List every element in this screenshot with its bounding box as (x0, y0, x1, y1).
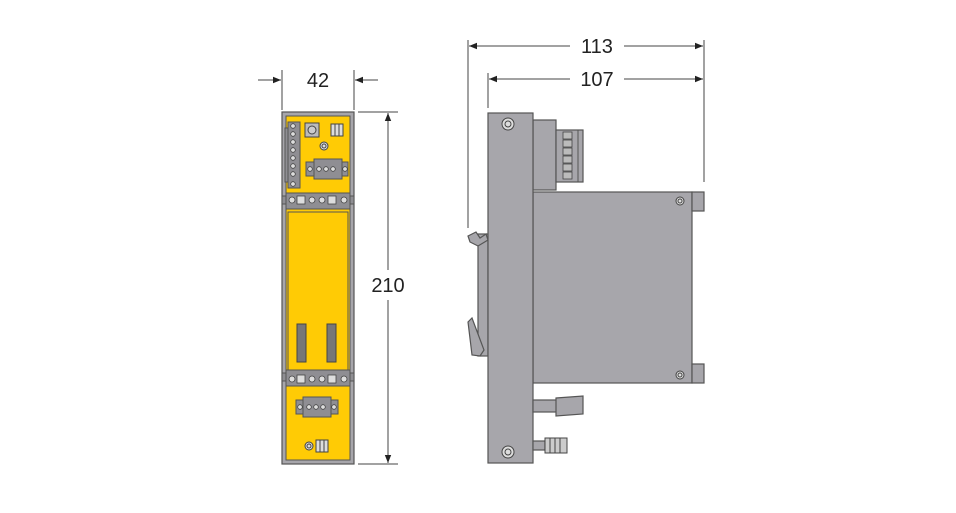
connector-slot-left (296, 323, 307, 363)
din-rail-clip (467, 231, 489, 357)
dimension-height: 210 (358, 111, 405, 465)
cable-gland (532, 437, 568, 454)
dimension-label-width: 42 (307, 70, 329, 92)
front-view: 42 210 (258, 70, 405, 465)
screw-icons (501, 117, 685, 459)
rail-clamp-top (285, 192, 351, 210)
dip-switch-icon (330, 123, 344, 137)
cable-plug (532, 395, 584, 417)
dimension-total-depth: 113 (467, 36, 705, 228)
side-front-plate (487, 112, 534, 464)
rail-clamp-bottom (285, 369, 351, 387)
connector-slot-right (326, 323, 337, 363)
dimension-width: 42 (258, 70, 378, 110)
side-connector-housing (532, 119, 557, 191)
dimension-label-total-depth: 113 (581, 36, 613, 58)
dimension-label-body-depth: 107 (580, 69, 613, 91)
dimension-label-height: 210 (371, 275, 404, 297)
side-view: 113 107 (467, 36, 705, 464)
side-main-body (532, 191, 693, 384)
dimension-body-depth: 107 (487, 69, 703, 108)
